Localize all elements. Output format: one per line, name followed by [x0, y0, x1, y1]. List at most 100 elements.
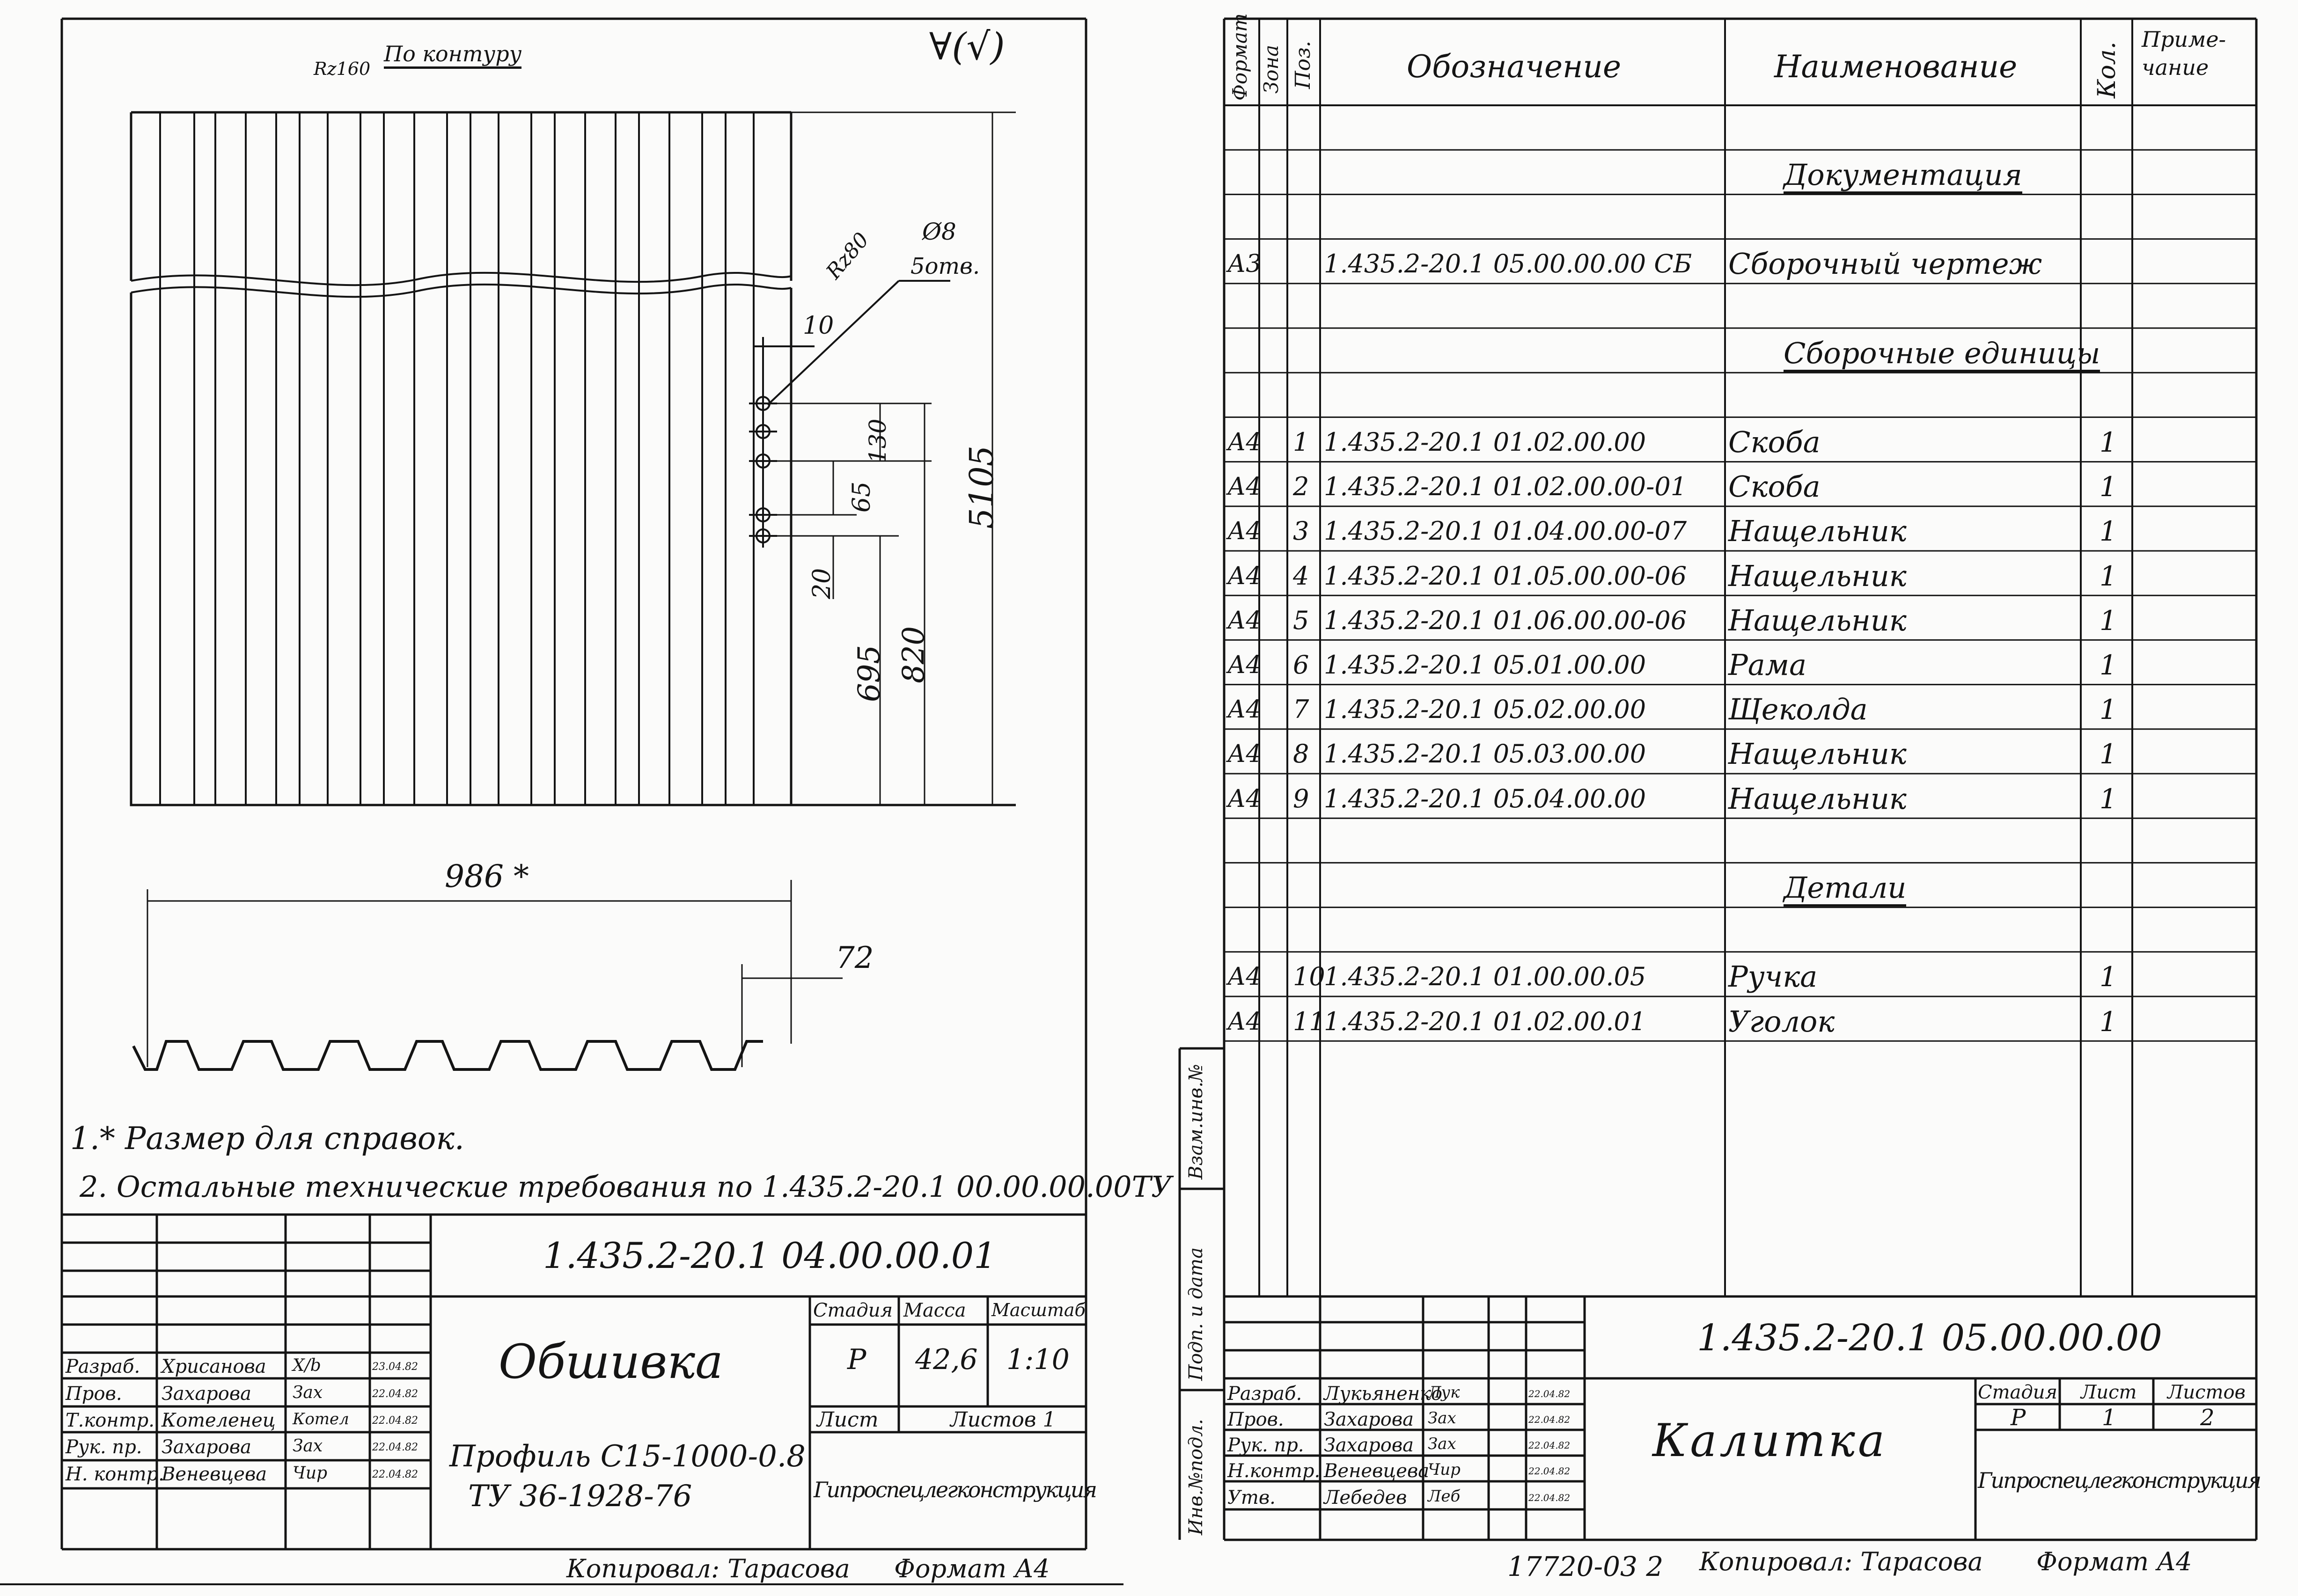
designation-cell: 1.435.2-20.1 01.05.00.00-06 — [1324, 561, 1687, 591]
dim-986: 986 * — [445, 858, 529, 894]
signer-signature: Лук — [1428, 1383, 1460, 1402]
material-line-1: Профиль С15-1000-0.8 — [449, 1439, 806, 1474]
dim-130: 130 — [864, 418, 891, 463]
signer-date: 22.04.82 — [372, 1388, 418, 1400]
spec-row-lines — [1224, 149, 2256, 1042]
format-cell: А4 — [1227, 963, 1262, 991]
signer-date: 22.04.82 — [372, 1415, 418, 1427]
right-sheet-value: 1 — [2102, 1405, 2116, 1431]
signer-name: Лебедев — [1324, 1487, 1407, 1508]
section-heading: Сборочные единицы — [1784, 338, 2100, 372]
quantity-cell: 1 — [2100, 783, 2117, 815]
side-label-inv-no: Инв.№подл. — [1185, 1419, 1207, 1535]
designation-cell: 1.435.2-20.1 01.00.00.05 — [1324, 962, 1646, 992]
side-label-replaced: Взам.инв.№ — [1185, 1064, 1207, 1179]
signer-role: Т.контр. — [66, 1410, 154, 1431]
dim-20: 20 — [808, 568, 836, 599]
left-part-name: Обшивка — [499, 1334, 723, 1389]
header-note: Приме- чание — [2142, 27, 2226, 80]
signer-name: Захарова — [1324, 1409, 1414, 1430]
designation-cell: 1.435.2-20.1 05.02.00.00 — [1324, 695, 1646, 725]
left-organization: Гипроспецлегконструкция — [814, 1477, 1097, 1502]
format-cell: А4 — [1227, 473, 1262, 501]
name-cell: Нащельник — [1728, 603, 1907, 637]
designation-cell: 1.435.2-20.1 05.04.00.00 — [1324, 783, 1646, 813]
table-row — [1123, 818, 2256, 863]
designation-cell: 1.435.2-20.1 05.01.00.00 — [1324, 650, 1646, 680]
signer-name: Веневцева — [1324, 1460, 1430, 1482]
header-designation: Обозначение — [1407, 49, 1622, 85]
stage-value: Р — [847, 1343, 866, 1376]
table-row: Сборочные единицы — [1123, 328, 2256, 373]
signer-signature: Зах — [293, 1383, 323, 1402]
stage-label: Стадия — [813, 1300, 893, 1321]
left-designation: 1.435.2-20.1 04.00.00.01 — [543, 1235, 997, 1276]
right-sheet-linework — [1178, 17, 2258, 1541]
right-copied-by: Копировал: Тарасова — [1699, 1547, 1983, 1576]
quantity-cell: 1 — [2100, 560, 2117, 592]
left-sheet-linework — [0, 17, 1123, 1585]
drawing-sheet-obshivka: Rz160 По контуру ∀(√) Rz80 Ø8 5отв. 10 1… — [0, 0, 1172, 1596]
material-line-2: ТУ 36-1928-76 — [468, 1479, 692, 1514]
position-cell: 8 — [1293, 739, 1309, 769]
position-cell: 2 — [1293, 472, 1309, 502]
right-assembly-name: Калитка — [1652, 1414, 1888, 1467]
signer-role: Пров. — [1227, 1409, 1284, 1430]
roughness-symbol: ∀(√) — [929, 25, 1005, 68]
right-title-block-lines — [1224, 1295, 2256, 1540]
signer-signature: Чир — [1428, 1460, 1461, 1479]
signer-name: Захарова — [162, 1436, 251, 1458]
right-designation: 1.435.2-20.1 05.00.00.00 — [1697, 1317, 2162, 1359]
signer-name: Веневцева — [162, 1464, 267, 1485]
signer-date: 22.04.82 — [1528, 1414, 1571, 1425]
dim-695: 695 — [852, 644, 887, 702]
quantity-cell: 1 — [2100, 515, 2117, 548]
signer-role: Рук. пр. — [66, 1436, 142, 1458]
position-cell: 4 — [1293, 561, 1309, 591]
sheets-label: Листов 1 — [950, 1408, 1056, 1432]
left-frame — [0, 17, 1123, 1585]
signer-role: Рук. пр. — [1227, 1435, 1304, 1456]
format-cell: А4 — [1227, 651, 1262, 679]
quantity-cell: 1 — [2100, 604, 2117, 637]
holes-group — [749, 280, 950, 548]
name-cell: Нащельник — [1728, 781, 1907, 816]
signer-role: Н.контр. — [1227, 1460, 1321, 1482]
signer-role: Утв. — [1227, 1487, 1276, 1508]
quantity-cell: 1 — [2100, 471, 2117, 503]
right-stage-label: Стадия — [1978, 1382, 2057, 1403]
signer-signature: Зах — [1428, 1435, 1456, 1453]
sheet-upper-part — [130, 111, 1016, 806]
format-cell: А4 — [1227, 517, 1262, 546]
left-copied-by: Копировал: Тарасова — [566, 1554, 850, 1583]
table-row: А4 9 1.435.2-20.1 05.04.00.00 Нащельник 1 — [1123, 774, 2256, 818]
sheet-label: Лист — [817, 1408, 879, 1432]
table-row — [1123, 908, 2256, 952]
signer-signature: Зах — [1428, 1409, 1456, 1428]
quantity-cell: 1 — [2100, 1005, 2117, 1038]
table-row: Детали — [1123, 863, 2256, 907]
section-heading: Документация — [1784, 160, 2022, 194]
name-cell: Нащельник — [1728, 514, 1907, 549]
position-cell: 7 — [1293, 695, 1309, 725]
note-1: 1.* Размер для справок. — [70, 1120, 464, 1157]
name-cell: Нащельник — [1728, 558, 1907, 593]
format-cell: А4 — [1227, 784, 1262, 813]
scale-label: Масштаб — [991, 1300, 1086, 1320]
profile-ribs — [159, 112, 755, 805]
dim-65: 65 — [848, 481, 876, 512]
signer-signature: Х/b — [293, 1356, 321, 1375]
note-2: 2. Остальные технические требования по 1… — [80, 1170, 1172, 1204]
format-cell: А4 — [1227, 606, 1262, 635]
position-cell: 9 — [1293, 783, 1309, 813]
designation-cell: 1.435.2-20.1 01.04.00.00-07 — [1324, 516, 1687, 546]
contour-note: По контуру — [384, 43, 522, 69]
quantity-cell: 1 — [2100, 649, 2117, 681]
format-cell: А4 — [1227, 562, 1262, 590]
